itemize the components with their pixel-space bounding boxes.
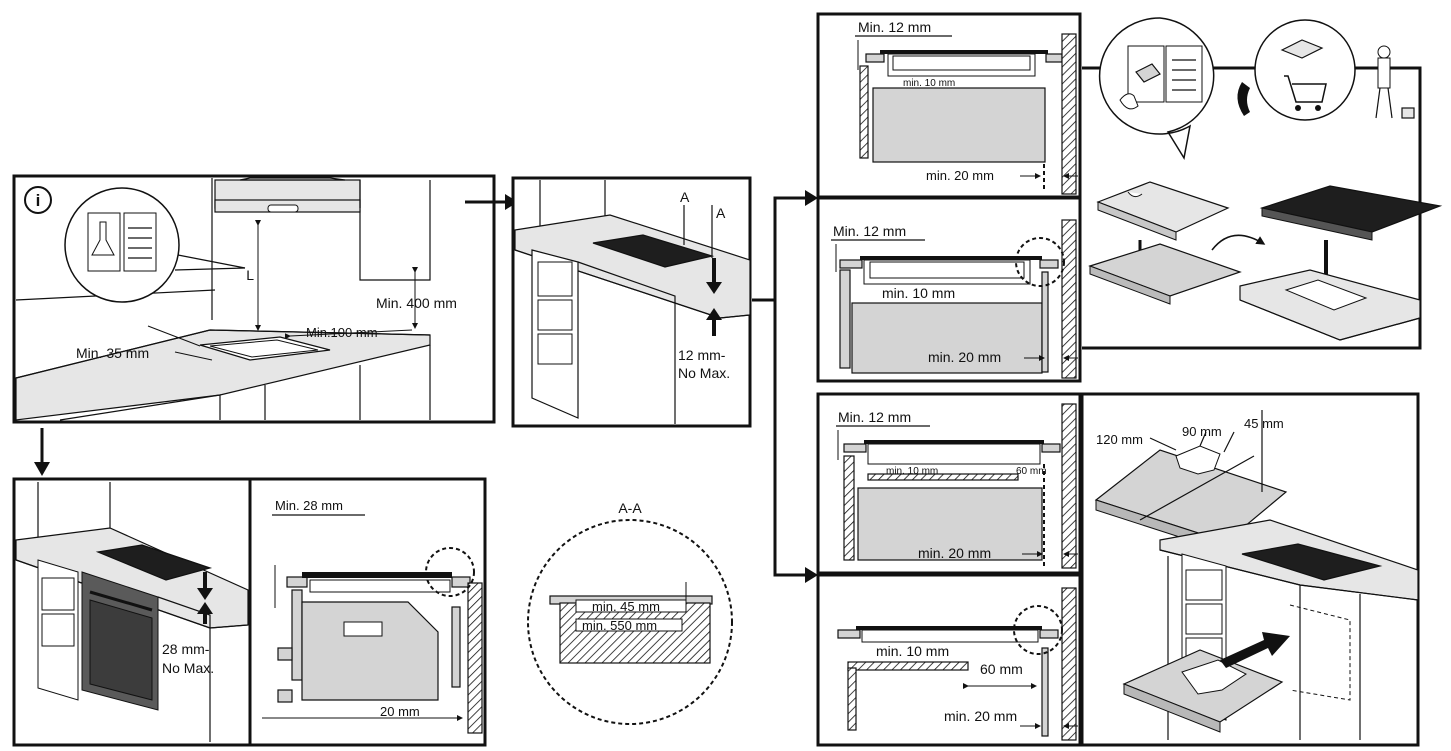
technician-icon xyxy=(1375,45,1415,119)
shopping-cart-icon xyxy=(1254,19,1356,121)
label-section-title: A-A xyxy=(618,500,642,516)
panel-corner-cutout: 120 mm 90 mm 45 mm xyxy=(1080,392,1420,747)
label-min-12-c: Min. 12 mm xyxy=(838,409,911,425)
label-min-45: min. 45 mm xyxy=(592,599,660,614)
label-min-550: min. 550 mm xyxy=(582,618,657,633)
label-120mm: 120 mm xyxy=(1096,432,1143,447)
label-min-20-b: min. 20 mm xyxy=(928,349,1001,365)
panel-right-4: min. 10 mm 60 mm min. 20 mm xyxy=(816,573,1082,747)
phone-handset-icon xyxy=(1237,82,1250,116)
label-min-35: Min. 35 mm xyxy=(76,345,149,361)
label-20mm: 20 mm xyxy=(380,704,420,719)
label-60mm-d: 60 mm xyxy=(980,661,1023,677)
label-min-20-a: min. 20 mm xyxy=(926,168,994,183)
label-min-10-a: min. 10 mm xyxy=(903,78,955,89)
flow-arrows xyxy=(34,190,818,583)
hood-manual-icon xyxy=(64,187,246,303)
label-min-10-d: min. 10 mm xyxy=(876,643,949,659)
section-A-A: A-A min. 45 mm min. 550 mm xyxy=(527,500,733,725)
label-28mm-line2: No Max. xyxy=(162,660,214,676)
panel-oven-28mm: 28 mm- No Max. xyxy=(12,477,252,747)
panel-oven-section: Min. 28 mm 20 mm xyxy=(248,477,487,747)
panel-install-steps xyxy=(1082,17,1443,350)
label-60mm-c: 60 mm xyxy=(1016,466,1047,477)
info-icon: i xyxy=(36,191,41,210)
label-min-100: Min.100 mm xyxy=(306,325,378,340)
panel-right-1: Min. 12 mm min. 10 mm min. 20 mm xyxy=(816,12,1082,199)
label-min-20-c: min. 20 mm xyxy=(918,545,991,561)
label-A-left: A xyxy=(680,189,690,205)
label-12mm-line1: 12 mm- xyxy=(678,347,726,363)
label-min-10-c: min. 10 mm xyxy=(886,466,938,477)
label-min-20-d: min. 20 mm xyxy=(944,708,1017,724)
panel-kitchen-overview: i L Min. 400 mm Min.100 mm Min. 35 mm xyxy=(12,174,496,424)
manual-book-icon xyxy=(1098,17,1215,161)
panel-right-3: Min. 12 mm min. 10 mm 60 mm min. 20 mm xyxy=(816,392,1082,575)
panel-12mm-worktop: A A 12 mm- No Max. xyxy=(511,176,752,428)
label-min-12-a: Min. 12 mm xyxy=(858,19,931,35)
label-12mm-line2: No Max. xyxy=(678,365,730,381)
label-min-28: Min. 28 mm xyxy=(275,498,343,513)
label-min-400: Min. 400 mm xyxy=(376,295,457,311)
label-min-12-b: Min. 12 mm xyxy=(833,223,906,239)
label-45mm: 45 mm xyxy=(1244,416,1284,431)
label-90mm: 90 mm xyxy=(1182,424,1222,439)
label-A-right: A xyxy=(716,205,726,221)
label-28mm-line1: 28 mm- xyxy=(162,641,210,657)
label-min-10-b: min. 10 mm xyxy=(882,285,955,301)
panel-right-2: Min. 12 mm min. 10 mm min. 20 mm xyxy=(816,196,1082,383)
label-L: L xyxy=(246,267,254,283)
